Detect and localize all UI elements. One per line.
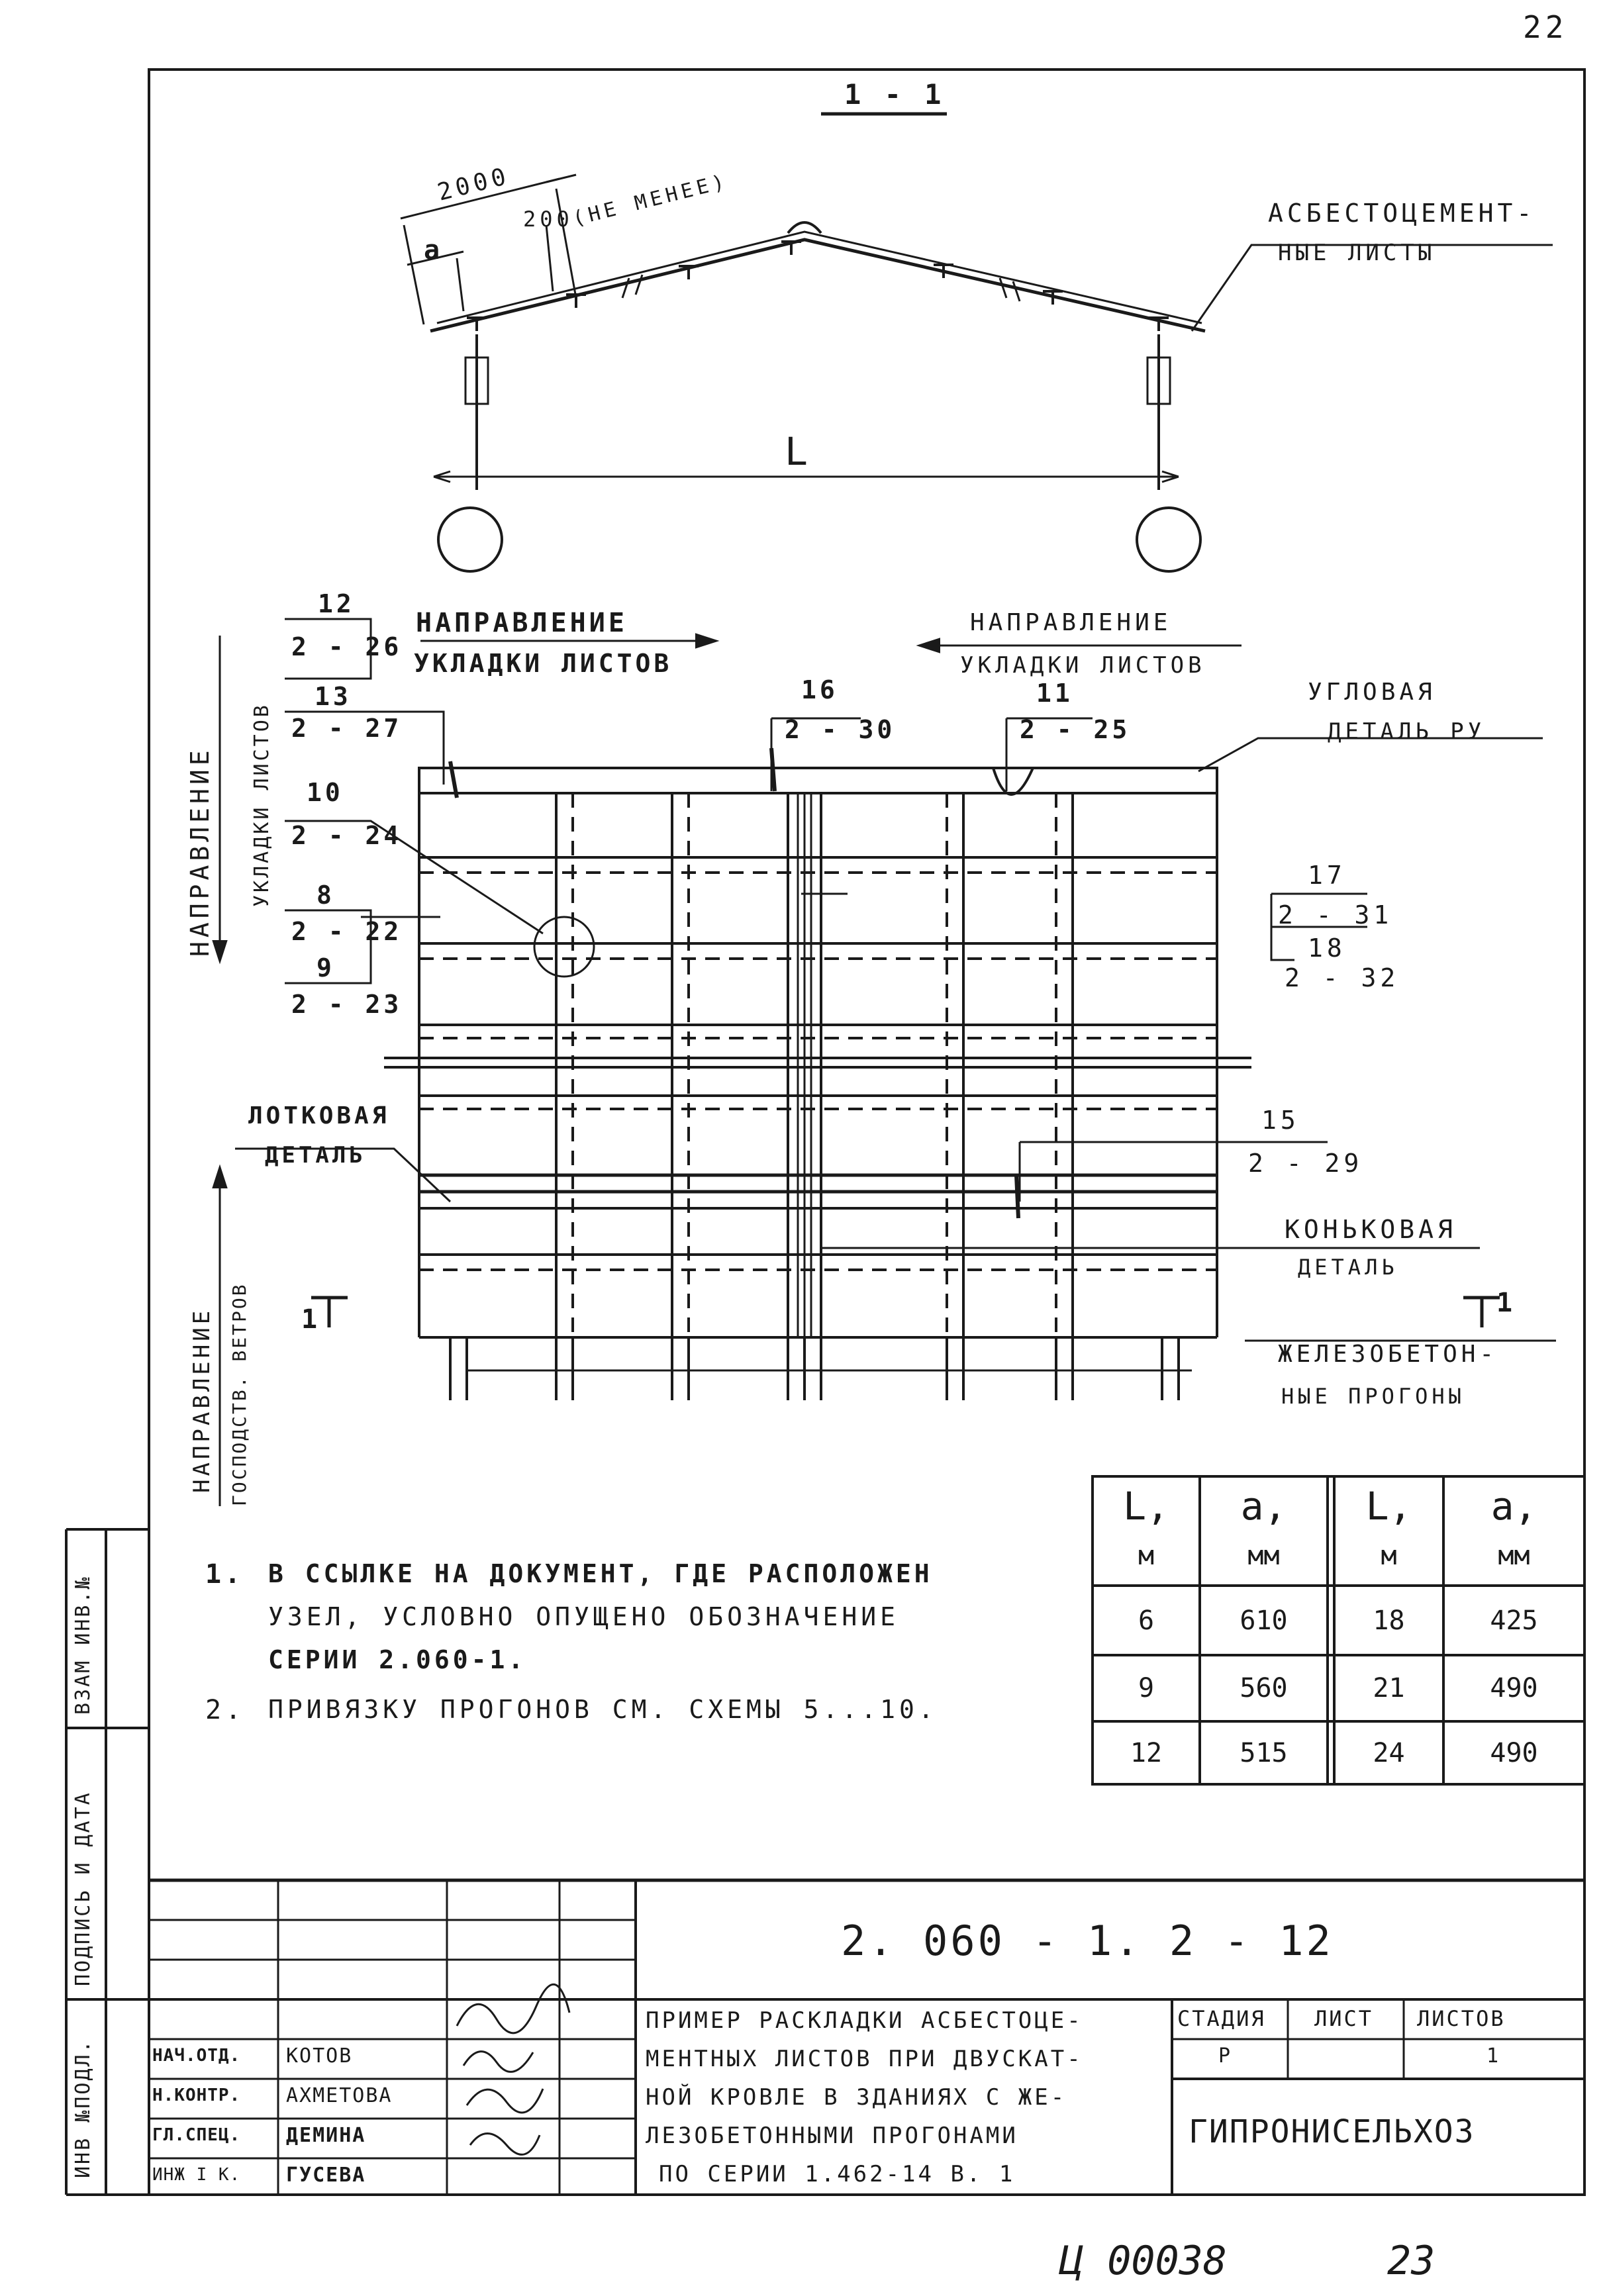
ref-11-sheet: 2 - 25 [1020,715,1131,744]
note-2-line-1: ПРИВЯЗКУ ПРОГОНОВ СМ. СХЕМЫ 5...10. [268,1695,938,1724]
table-cell: 6 [1138,1605,1155,1636]
dir-right-1: НАПРАВЛЕНИЕ [970,609,1172,636]
margin-inv-orig: ИНВ №ПОДЛ. [72,2038,95,2178]
ref-10-num: 10 [307,778,344,807]
staff-role: Н.КОНТР. [152,2085,241,2105]
table-cell: 515 [1240,1737,1288,1768]
ref-16-num: 16 [801,675,838,704]
ridge-label-2: ДЕТАЛЬ [1298,1255,1398,1280]
title-line-3: НОЙ КРОВЛЕ В ЗДАНИЯХ С ЖЕ- [646,2084,1067,2111]
margin-sign-date: ПОДПИСЬ И ДАТА [72,1791,95,1986]
dim-a: a [424,235,444,265]
section-label: 1 - 1 [844,78,945,111]
table-cell: 24 [1373,1737,1405,1768]
table-header-sym: L, [1123,1484,1169,1529]
note-1-line-2: УЗЕЛ, УСЛОВНО ОПУЩЕНО ОБОЗНАЧЕНИЕ [268,1602,899,1631]
purlins-label-2: НЫЕ ПРОГОНЫ [1281,1384,1465,1409]
page-number-top: 22 [1523,9,1568,45]
table-header-unit: мм [1498,1541,1530,1571]
dim-200: 200 [523,207,573,232]
ref-15-sheet: 2 - 29 [1248,1149,1363,1178]
sheets-label-2: НЫЕ ЛИСТЫ [1278,240,1436,266]
ref-15-num: 15 [1261,1106,1300,1135]
organization: ГИПРОНИСЕЛЬХОЗ [1189,2113,1475,2150]
ref-12-sheet: 2 - 26 [291,632,403,661]
staff-role: НАЧ.ОТД. [152,2046,241,2066]
purlins-label-1: ЖЕЛЕЗОБЕТОН- [1278,1341,1498,1368]
dir-left-1: НАПРАВЛЕНИЕ [416,608,628,638]
ref-18-num: 18 [1308,933,1346,963]
ref-13-sheet: 2 - 27 [291,714,403,743]
staff-name: ГУСЕВА [286,2164,366,2187]
sheets-count-label: ЛИСТОВ [1417,2006,1506,2031]
staff-role: ГЛ.СПЕЦ. [152,2125,241,2145]
ref-8-num: 8 [317,881,335,910]
dir-left-2: УКЛАДКИ ЛИСТОВ [414,649,673,678]
note-1-num: 1. [205,1559,244,1590]
cut-mark-left: 1 [301,1304,321,1335]
ref-13-num: 13 [315,682,352,711]
ref-10-sheet: 2 - 24 [291,821,403,850]
table-cell: 21 [1373,1673,1405,1703]
staff-name: ДЕМИНА [286,2124,366,2147]
ref-9-sheet: 2 - 23 [291,990,403,1019]
sheets-label-1: АСБЕСТОЦЕМЕНТ- [1268,199,1536,228]
span-label: L [785,429,808,474]
corner-label-1: УГЛОВАЯ [1308,679,1436,706]
table-cell: 490 [1490,1737,1538,1768]
ridge-label-1: КОНЬКОВАЯ [1285,1215,1457,1244]
table-header-sym: L, [1365,1484,1412,1529]
ref-8-sheet: 2 - 22 [291,917,403,946]
doc-code: 2. 060 - 1. 2 - 12 [841,1917,1334,1965]
ref-9-num: 9 [317,953,335,982]
vertical-dir-2: УКЛАДКИ ЛИСТОВ [250,702,273,907]
table-cell: 18 [1373,1605,1405,1636]
gutter-label-1: ЛОТКОВАЯ [248,1102,390,1129]
margin-vzam: ВЗАМ ИНВ.№ [72,1575,95,1715]
dir-right-2: УКЛАДКИ ЛИСТОВ [960,652,1206,679]
sheets-value: 1 [1486,2044,1503,2068]
ref-11-num: 11 [1036,679,1073,708]
note-1-line-3: СЕРИИ 2.060-1. [268,1645,527,1674]
title-line-2: МЕНТНЫХ ЛИСТОВ ПРИ ДВУСКАТ- [646,2046,1083,2072]
corner-label-2: ДЕТАЛЬ РУ [1328,718,1486,745]
table-header-sym: a, [1490,1484,1537,1529]
staff-name: КОТОВ [286,2044,353,2068]
ref-16-sheet: 2 - 30 [785,715,896,744]
archive-code: Ц 00038 [1059,2238,1227,2284]
title-line-4: ЛЕЗОБЕТОННЫМИ ПРОГОНАМИ [646,2123,1018,2149]
table-cell: 9 [1138,1673,1155,1703]
gutter-label-2: ДЕТАЛЬ [265,1142,366,1169]
note-1-line-1: В ССЫЛКЕ НА ДОКУМЕНТ, ГДЕ РАСПОЛОЖЕН [268,1559,933,1588]
table-header-unit: м [1381,1541,1397,1571]
note-2-num: 2. [205,1695,246,1725]
table-header-unit: м [1138,1541,1155,1571]
vertical-dir-1: НАПРАВЛЕНИЕ [185,746,215,957]
table-cell: 610 [1240,1605,1288,1636]
ref-17-sheet: 2 - 31 [1278,900,1393,930]
ref-12-num: 12 [318,589,355,618]
table-cell: 560 [1240,1673,1288,1703]
ref-17-num: 17 [1308,861,1346,890]
table-header-unit: мм [1247,1541,1280,1571]
sheet-label: ЛИСТ [1314,2006,1374,2031]
vertical-wind-2: ГОСПОДСТВ. ВЕТРОВ [228,1282,250,1506]
stage-value: Р [1218,2044,1235,2068]
title-line-1: ПРИМЕР РАСКЛАДКИ АСБЕСТОЦЕ- [646,2007,1083,2034]
vertical-wind-1: НАПРАВЛЕНИЕ [189,1307,215,1493]
table-header-sym: a, [1240,1484,1287,1529]
signatures [456,1984,571,2156]
table-cell: 425 [1490,1605,1538,1636]
stage-label: СТАДИЯ [1177,2006,1266,2031]
page-number-bottom: 23 [1387,2238,1436,2284]
ref-18-sheet: 2 - 32 [1285,963,1400,992]
table-cell: 12 [1130,1737,1163,1768]
cut-mark-right: 1 [1496,1288,1516,1318]
staff-name: АХМЕТОВА [286,2084,393,2107]
title-line-5: ПО СЕРИИ 1.462-14 В. 1 [659,2161,1016,2187]
staff-role: ИНЖ I К. [152,2165,241,2185]
table-cell: 490 [1490,1673,1538,1703]
drawing-frame [148,68,1586,2196]
